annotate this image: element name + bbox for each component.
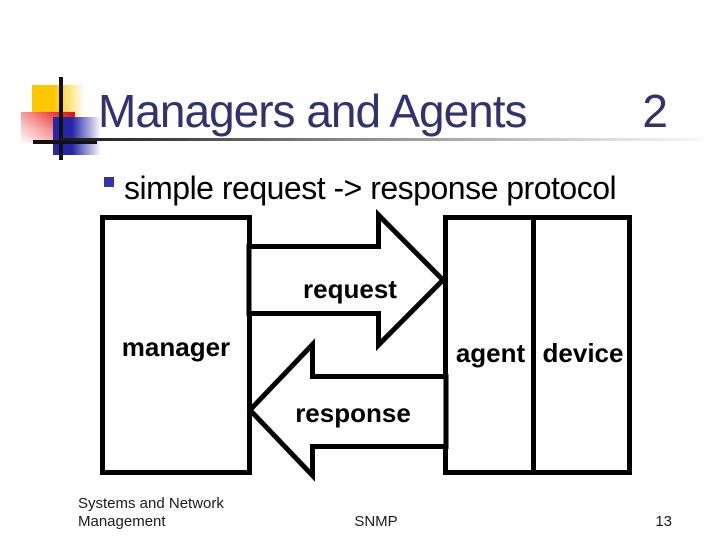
- title-underline-rule: [60, 138, 700, 141]
- footer-course-line1: Systems and Network: [78, 495, 224, 512]
- manager-label: manager: [122, 332, 230, 362]
- response-arrow-label: response: [295, 398, 411, 428]
- response-arrow: [246, 338, 449, 482]
- bullet-text: simple request -> response protocol: [124, 170, 617, 206]
- decoration-horizontal-line: [33, 140, 97, 144]
- slide-title: Managers and Agents: [98, 85, 528, 137]
- footer-course-name: Systems and Network Management: [78, 495, 224, 531]
- bullet-square-icon: [104, 177, 114, 187]
- footer-course-line2: Management: [78, 513, 166, 530]
- device-label: device: [543, 338, 624, 368]
- agent-device-box: [443, 215, 632, 475]
- manager-box: [100, 215, 252, 475]
- footer-slide-number: 13: [655, 513, 672, 530]
- request-arrow: [246, 208, 447, 352]
- decoration-vertical-line: [59, 77, 63, 160]
- footer-center-text: SNMP: [354, 513, 398, 530]
- decoration-yellow-square: [32, 85, 85, 117]
- agent-label: agent: [456, 338, 526, 368]
- slide-page-number: 2: [642, 85, 668, 137]
- request-arrow-label: request: [303, 274, 397, 304]
